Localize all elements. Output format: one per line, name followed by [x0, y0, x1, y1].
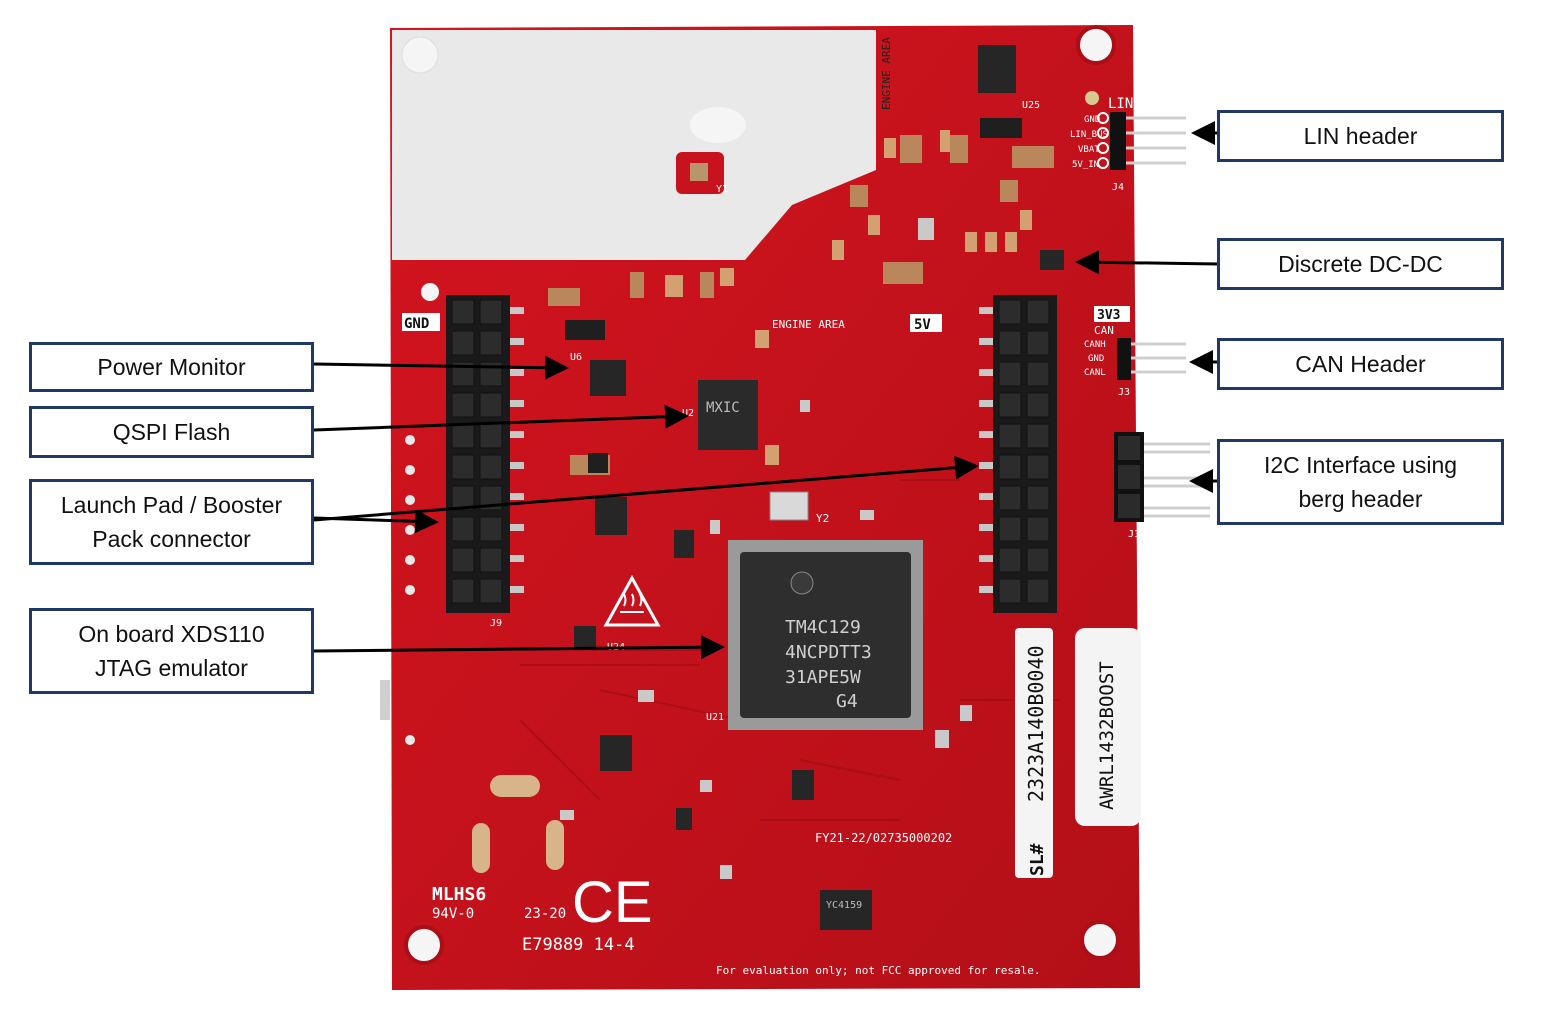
ref-j4: J4 [1112, 182, 1124, 193]
engine-area [392, 30, 876, 260]
label-gnd: GND [404, 316, 429, 332]
hot-surface-warning-icon [603, 574, 661, 627]
disclaimer: For evaluation only; not FCC approved fo… [716, 964, 1041, 977]
callout-power-monitor-text: Power Monitor [97, 354, 246, 380]
mounting-hole-br [1080, 920, 1120, 960]
label-5v: 5V [914, 317, 931, 333]
ref-u21: U21 [706, 712, 724, 723]
callout-launchpad-line1: Launch Pad / Booster [60, 492, 283, 518]
mcu-chip: TM4C129 4NCPDTT3 31APE5W G4 [728, 540, 923, 730]
can-pin-h: CANH [1084, 340, 1106, 350]
arrow-power-monitor [313, 355, 569, 380]
ref-y2: Y2 [816, 512, 829, 525]
ref-j3: J3 [1118, 387, 1130, 398]
callout-i2c-interface: I2C Interface using berg header [1217, 439, 1504, 525]
mounting-hole-tl [1076, 25, 1116, 65]
callout-xds110-line1: On board XDS110 [78, 621, 265, 647]
callout-discrete-dcdc: Discrete DC-DC [1217, 238, 1504, 290]
arrow-dcdc [1075, 250, 1219, 275]
callout-launchpad-connector: Launch Pad / Booster Pack connector [29, 479, 314, 565]
mounting-hole-bl [404, 925, 444, 965]
callout-discrete-dcdc-text: Discrete DC-DC [1278, 251, 1443, 277]
booster-connector-left [446, 295, 524, 613]
ul-marking: MLHS6 [432, 884, 486, 905]
callout-xds110-line2: JTAG emulator [95, 655, 248, 681]
i2c-berg-header [1114, 432, 1210, 522]
callout-qspi-flash-text: QSPI Flash [112, 419, 231, 445]
can-pin-l: CANL [1084, 368, 1106, 378]
can-header [1117, 338, 1186, 380]
qspi-flash-chip: MXIC [698, 380, 758, 450]
callout-lin-header: LIN header [1217, 110, 1504, 162]
lin-pin-vbat: VBAT [1078, 145, 1100, 155]
arrow-launchpad-right [313, 455, 979, 522]
lin-pin-bus: LIN_BUS [1070, 130, 1108, 140]
callout-i2c-line2: berg header [1298, 486, 1423, 512]
callout-arrows [313, 121, 1219, 660]
serial-number: 2323A140B0040 [1024, 645, 1048, 802]
booster-connector-right [979, 295, 1057, 613]
mcu-marking-2: 4NCPDTT3 [785, 642, 872, 663]
ce-mark: CE [572, 870, 653, 935]
label-3v3: 3V3 [1097, 308, 1120, 323]
arrow-xds110 [313, 635, 725, 660]
lin-header [1097, 112, 1186, 170]
lin-title: LIN [1108, 96, 1133, 112]
ref-u25: U25 [1022, 100, 1040, 111]
flash-marking: MXIC [706, 400, 740, 416]
lin-pin-gnd: GND [1084, 115, 1100, 125]
ref-j9: J9 [490, 618, 502, 629]
callout-can-header: CAN Header [1217, 338, 1504, 390]
label-engine-area: ENGINE AREA [772, 318, 845, 331]
callout-i2c-line1: I2C Interface using [1263, 452, 1458, 478]
model-name: AWRL1432BOOST [1096, 661, 1118, 810]
ref-y1: Y1 [716, 184, 728, 195]
fy-code: FY21-22/02735000202 [815, 831, 952, 845]
callout-launchpad-line2: Pack connector [92, 526, 251, 552]
cert-number: E79889 14-4 [522, 935, 635, 955]
ref-j1: J1 [1128, 529, 1140, 540]
lin-pin-5v: 5V_IN [1072, 160, 1099, 170]
model-sticker: AWRL1432BOOST [1075, 628, 1141, 826]
arrow-qspi [313, 404, 689, 432]
serial-sticker: 2323A140B0040 SL# [1015, 628, 1053, 878]
buffer-marking: YC4159 [826, 900, 862, 911]
label-engine-area-vertical: ENGINE AREA [880, 37, 893, 110]
can-pin-gnd: GND [1088, 354, 1104, 364]
callout-power-monitor: Power Monitor [29, 342, 314, 392]
mcu-marking-4: G4 [836, 691, 858, 712]
sl-label: SL# [1027, 843, 1048, 876]
callout-qspi-flash: QSPI Flash [29, 406, 314, 458]
callout-xds110: On board XDS110 JTAG emulator [29, 608, 314, 694]
crystal-y2 [769, 491, 809, 521]
date-code: 23-20 [524, 906, 566, 922]
can-title: CAN [1094, 324, 1114, 337]
mcu-marking-1: TM4C129 [785, 617, 861, 638]
ref-u6: U6 [570, 352, 582, 363]
mcu-marking-3: 31APE5W [785, 667, 861, 688]
callout-lin-header-text: LIN header [1303, 123, 1418, 149]
pcb-board [390, 25, 1140, 990]
rating: 94V-0 [432, 906, 474, 922]
power-monitor-chip [590, 360, 626, 396]
callout-can-header-text: CAN Header [1295, 351, 1426, 377]
